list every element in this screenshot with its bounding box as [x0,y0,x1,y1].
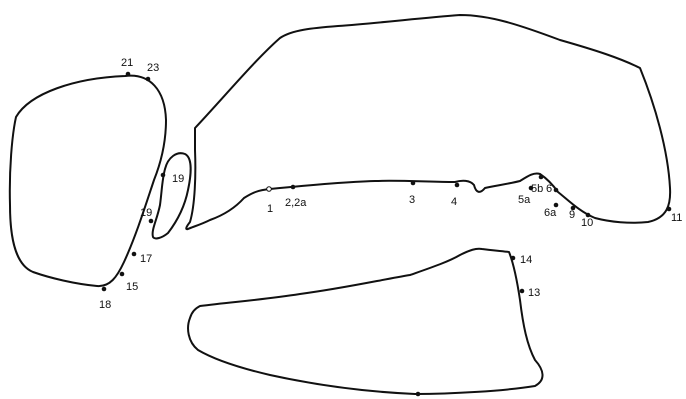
landmark-labels: 21 23 19 19 17 15 18 1 2,2a 3 4 5a 5b 6 … [99,57,682,311]
landmark-4-marker [455,183,460,188]
landmark-5b-marker [539,175,544,180]
landmark-1-marker [267,187,272,192]
label-4: 4 [451,196,457,208]
label-15: 15 [126,281,138,293]
label-1: 1 [267,203,273,215]
landmark-13-marker [520,289,525,294]
landmark-19-marker [161,173,166,178]
label-19: 19 [172,173,184,185]
landmark-21-marker [126,72,131,77]
label-21: 21 [121,57,133,69]
landmark-15-marker [120,272,125,277]
label-5a: 5a [518,194,531,206]
label-6a: 6a [544,207,557,219]
landmark-19b-marker [149,219,154,224]
landmark-14-marker [511,256,516,261]
label-3: 3 [409,194,415,206]
label-11: 11 [671,212,682,224]
upper-right-outline [186,15,670,229]
label-13: 13 [528,287,540,299]
landmark-11-marker [667,207,672,212]
label-23: 23 [147,62,159,74]
lower-outline [188,249,542,394]
label-2: 2,2a [285,197,307,209]
label-5b: 5b [531,183,543,195]
landmark-18-marker [102,287,107,292]
label-14: 14 [520,254,532,266]
landmark-markers [102,72,672,397]
landmark-2-marker [291,185,296,190]
lower-bottom-marker [416,392,421,397]
label-17: 17 [140,253,152,265]
landmark-17-marker [132,252,137,257]
label-19b: 19 [140,207,152,219]
landmark-3-marker [411,181,416,186]
label-6: 6 [546,183,552,195]
label-9: 9 [569,209,575,221]
label-18: 18 [99,299,111,311]
landmark-23-marker [146,77,151,82]
landmark-6-marker [554,188,559,193]
label-10: 10 [581,217,593,229]
